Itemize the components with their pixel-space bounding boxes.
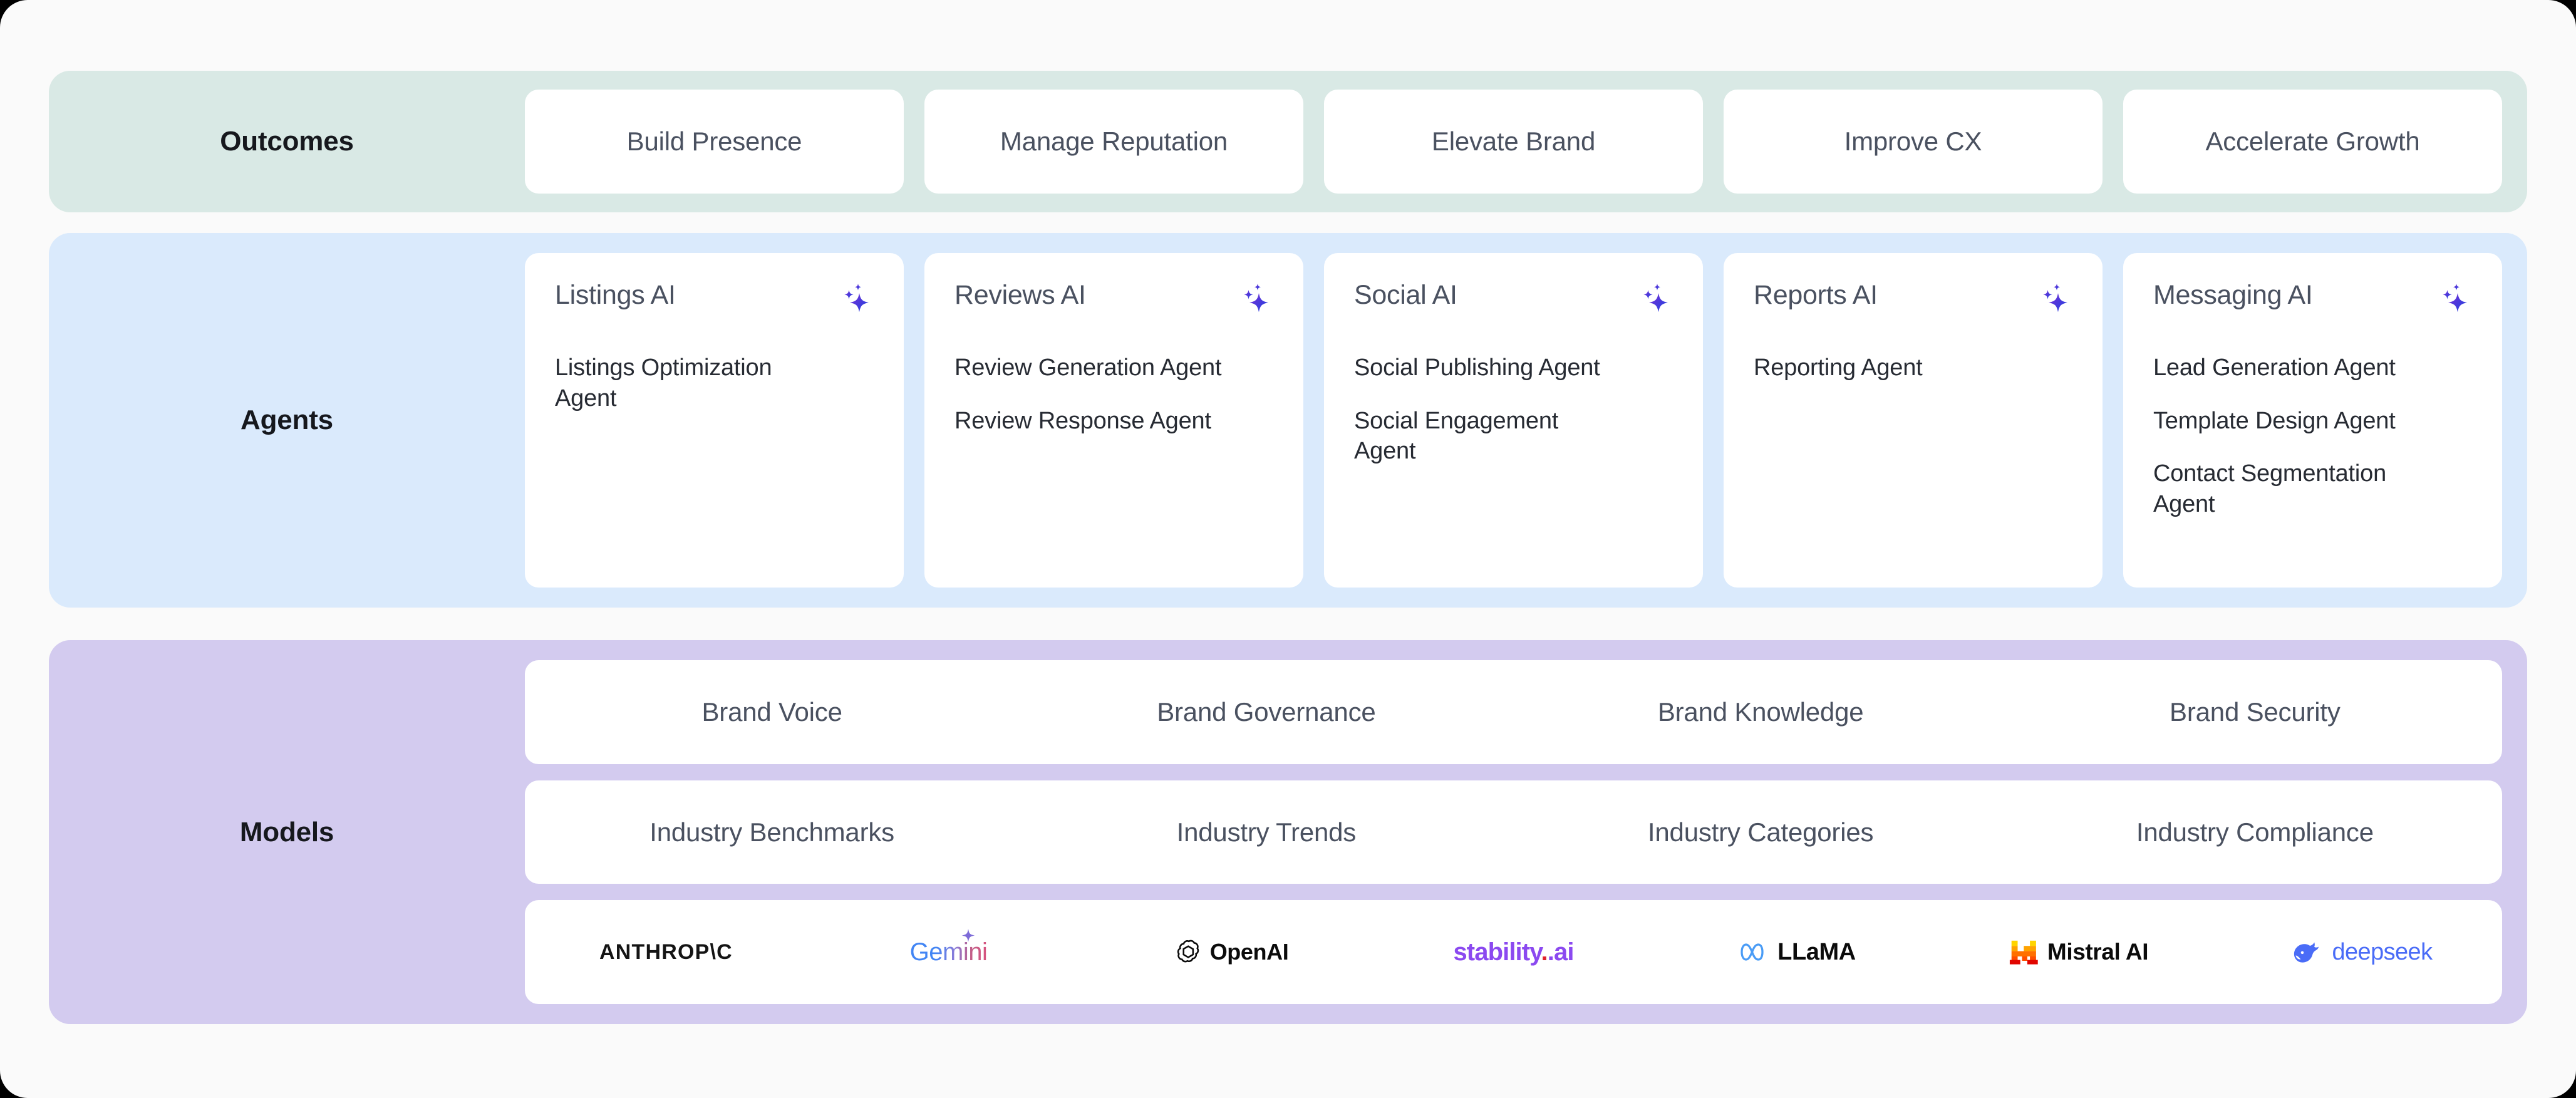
agent-card-header: Listings AI [555, 280, 874, 320]
deepseek-whale-icon [2294, 942, 2319, 963]
stability-suffix: .ai [1547, 938, 1575, 966]
openai-wordmark: OpenAI [1209, 939, 1289, 965]
agents-card-list: Listings AI [525, 233, 2527, 608]
models-band: Models Brand Voice Brand Governance Bran… [49, 640, 2527, 1024]
agent-item: Template Design Agent [2153, 407, 2396, 434]
agent-item-list: Listings Optimization Agent [555, 353, 874, 413]
agent-item: Reporting Agent [1754, 355, 1923, 381]
agent-card-reviews-ai[interactable]: Reviews AI Review Generation Agent Revie… [924, 253, 1303, 588]
provider-logo-mistral-ai[interactable]: Mistral AI [1937, 939, 2220, 965]
model-chip-brand-knowledge[interactable]: Brand Knowledge [1657, 697, 1864, 727]
stability-name: stability [1453, 938, 1541, 966]
agent-card-title: Reviews AI [954, 280, 1086, 310]
provider-logo-stability-ai[interactable]: stability..ai [1372, 938, 1655, 966]
outcome-card-build-presence[interactable]: Build Presence [525, 90, 904, 194]
industry-models-strip: Industry Benchmarks Industry Trends Indu… [525, 780, 2502, 884]
provider-logo-llama[interactable]: LLaMA [1655, 939, 1937, 966]
agent-card-title: Listings AI [555, 280, 676, 310]
agent-item-list: Review Generation Agent Review Response … [954, 353, 1273, 436]
agent-card-header: Reviews AI [954, 280, 1273, 320]
sparkle-icon [2037, 282, 2072, 320]
outcomes-band: Outcomes Build Presence Manage Reputatio… [49, 71, 2527, 212]
agent-item: Social Engagement Agent [1354, 407, 1559, 465]
agent-card-header: Social AI [1354, 280, 1673, 320]
models-strip-list: Brand Voice Brand Governance Brand Knowl… [525, 640, 2527, 1024]
agent-card-title: Reports AI [1754, 280, 1878, 310]
agent-item-list: Social Publishing Agent Social Engagemen… [1354, 353, 1673, 467]
stability-dot: . [1541, 938, 1548, 966]
agent-card-title: Social AI [1354, 280, 1457, 310]
model-chip-industry-categories[interactable]: Industry Categories [1647, 817, 1874, 847]
llama-wordmark: LLaMA [1777, 938, 1856, 965]
agent-item-list: Lead Generation Agent Template Design Ag… [2153, 353, 2472, 520]
mistral-logo-icon [2009, 940, 2038, 965]
model-chip-brand-security[interactable]: Brand Security [2170, 697, 2341, 727]
sparkle-icon [1638, 282, 1673, 320]
sparkle-icon [2437, 282, 2472, 320]
model-chip-brand-governance[interactable]: Brand Governance [1157, 697, 1376, 727]
provider-logo-openai[interactable]: OpenAI [1090, 938, 1372, 966]
gemini-logo: Gemini [909, 928, 988, 966]
models-row-label: Models [239, 816, 334, 847]
openai-knot-icon [1177, 940, 1199, 963]
mistral-wordmark: Mistral AI [2047, 939, 2149, 965]
agent-item: Lead Generation Agent [2153, 355, 2396, 381]
agent-card-title: Messaging AI [2153, 280, 2313, 310]
model-chip-industry-compliance[interactable]: Industry Compliance [2136, 817, 2374, 847]
agents-row-label: Agents [241, 405, 333, 435]
agent-card-messaging-ai[interactable]: Messaging AI Lead Generation Agent Templ… [2123, 253, 2502, 588]
llm-provider-strip: ANTHROP\C Gemini [525, 900, 2502, 1005]
stability-ai-wordmark: stability..ai [1453, 938, 1575, 966]
agent-item: Review Response Agent [954, 407, 1211, 434]
agent-item: Social Publishing Agent [1354, 355, 1600, 381]
agent-card-social-ai[interactable]: Social AI Social Publishing Agent Social… [1324, 253, 1703, 588]
agent-item-list: Reporting Agent [1754, 353, 2072, 383]
agent-item: Review Generation Agent [954, 355, 1222, 381]
sparkle-icon [839, 282, 874, 320]
model-chip-industry-trends[interactable]: Industry Trends [1176, 817, 1357, 847]
outcomes-row-label: Outcomes [220, 126, 354, 157]
agent-item: Contact Segmentation Agent [2153, 460, 2387, 517]
outcome-card-manage-reputation[interactable]: Manage Reputation [924, 90, 1303, 194]
provider-logo-deepseek[interactable]: deepseek [2220, 939, 2502, 966]
brand-models-strip: Brand Voice Brand Governance Brand Knowl… [525, 660, 2502, 764]
outcome-card-improve-cx[interactable]: Improve CX [1724, 90, 2103, 194]
gemini-sparkle-icon [961, 928, 975, 942]
agent-item: Listings Optimization Agent [555, 355, 772, 412]
model-chip-industry-benchmarks[interactable]: Industry Benchmarks [649, 817, 894, 847]
agent-card-listings-ai[interactable]: Listings AI [525, 253, 904, 588]
outcome-card-accelerate-growth[interactable]: Accelerate Growth [2123, 90, 2502, 194]
agent-card-header: Messaging AI [2153, 280, 2472, 320]
outcome-card-elevate-brand[interactable]: Elevate Brand [1324, 90, 1703, 194]
provider-logo-anthropic[interactable]: ANTHROP\C [525, 940, 807, 965]
outcomes-card-list: Build Presence Manage Reputation Elevate… [525, 71, 2527, 212]
provider-logo-gemini[interactable]: Gemini [807, 928, 1090, 966]
deepseek-wordmark: deepseek [2332, 938, 2433, 965]
model-chip-brand-voice[interactable]: Brand Voice [701, 697, 842, 727]
agents-band: Agents Listings AI [49, 233, 2527, 608]
gemini-wordmark: Gemini [909, 938, 988, 966]
anthropic-wordmark: ANTHROP\C [599, 940, 733, 964]
agent-card-reports-ai[interactable]: Reports AI Reporting Agent [1724, 253, 2103, 588]
agent-card-header: Reports AI [1754, 280, 2072, 320]
meta-infinity-icon [1741, 943, 1764, 961]
sparkle-icon [1238, 282, 1273, 320]
